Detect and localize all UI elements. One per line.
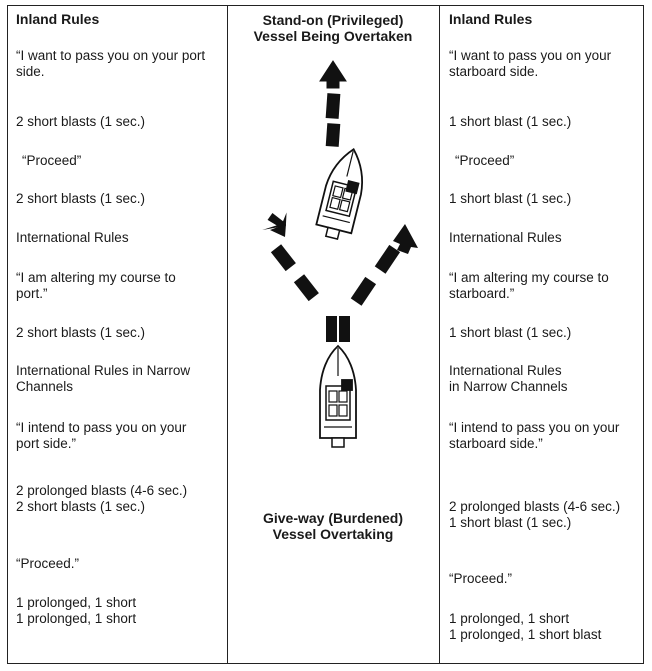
right-line-12: 1 prolonged, 1 short 1 prolonged, 1 shor… xyxy=(449,611,602,642)
overtaking-diagram xyxy=(262,60,418,448)
right-line-8: International Rules in Narrow Channels xyxy=(449,363,568,394)
left-line-2: 2 short blasts (1 sec.) xyxy=(16,114,146,129)
right-line-5: International Rules xyxy=(449,230,562,245)
left-line-12: 1 prolonged, 1 short 1 prolonged, 1 shor… xyxy=(16,595,137,626)
track-dash xyxy=(325,123,341,147)
arrow-icon xyxy=(319,60,347,89)
left-divider xyxy=(227,5,228,664)
right-heading: Inland Rules xyxy=(449,11,533,27)
track-dash xyxy=(374,244,401,274)
track-dash xyxy=(270,244,296,272)
track-dash xyxy=(339,316,350,342)
track-dash xyxy=(325,93,341,119)
left-line-7: 2 short blasts (1 sec.) xyxy=(16,325,146,340)
left-line-5: International Rules xyxy=(16,230,129,245)
left-line-9: “I intend to pass you on your port side.… xyxy=(16,420,187,451)
left-line-1: “I want to pass you on your port side. xyxy=(16,48,206,79)
left-line-8: International Rules in Narrow Channels xyxy=(16,363,191,394)
boat-icon xyxy=(319,344,357,448)
left-line-11: “Proceed.” xyxy=(16,556,80,571)
right-line-1: “I want to pass you on your starboard si… xyxy=(449,48,612,79)
right-line-10: 2 prolonged blasts (4-6 sec.) 1 short bl… xyxy=(449,499,621,530)
stand-on-vessel-title: Stand-on (Privileged) Vessel Being Overt… xyxy=(253,12,413,44)
left-line-10: 2 prolonged blasts (4-6 sec.) 2 short bl… xyxy=(16,483,188,514)
right-line-2: 1 short blast (1 sec.) xyxy=(449,114,572,129)
give-way-vessel-title: Give-way (Burdened) Vessel Overtaking xyxy=(262,510,404,542)
track-dash xyxy=(350,276,377,306)
right-line-7: 1 short blast (1 sec.) xyxy=(449,325,572,340)
right-divider xyxy=(439,5,440,664)
arrow-icon xyxy=(393,224,418,254)
right-line-4: 1 short blast (1 sec.) xyxy=(449,191,572,206)
diagram-frame xyxy=(7,5,644,664)
boat-icon xyxy=(315,148,364,240)
arrow-icon xyxy=(270,224,286,237)
right-line-9: “I intend to pass you on your starboard … xyxy=(449,420,620,451)
right-line-3: “Proceed” xyxy=(455,153,515,168)
track-dash xyxy=(326,316,337,342)
track-dash xyxy=(293,274,319,302)
right-line-11: “Proceed.” xyxy=(449,571,513,586)
left-line-3: “Proceed” xyxy=(22,153,82,168)
left-line-6: “I am altering my course to port.” xyxy=(16,270,176,301)
left-heading: Inland Rules xyxy=(16,11,100,27)
right-line-6: “I am altering my course to starboard.” xyxy=(449,270,609,301)
left-line-4: 2 short blasts (1 sec.) xyxy=(16,191,146,206)
arrow-icon xyxy=(262,212,287,230)
